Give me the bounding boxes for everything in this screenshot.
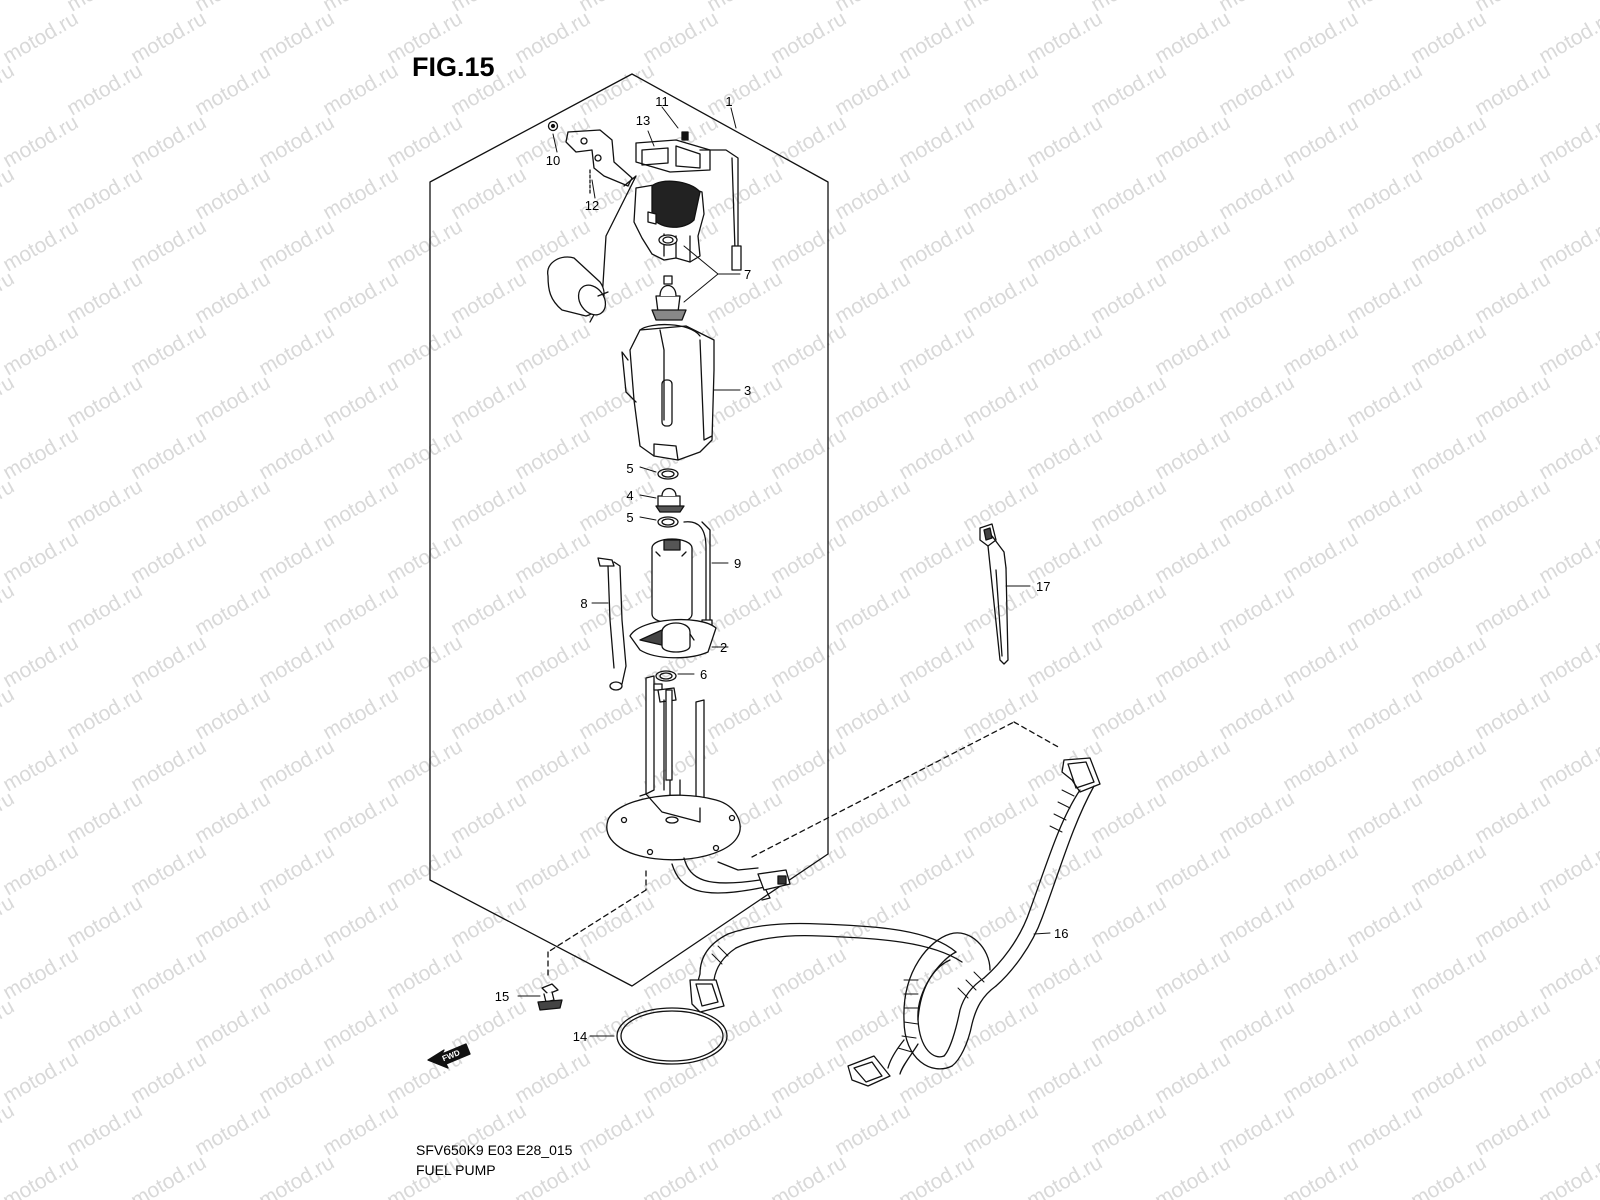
hose-sleeve-pattern: [711, 789, 1075, 1053]
pump-base-plate: [606, 675, 741, 861]
callout-14: 14: [573, 1029, 587, 1044]
fwd-arrow: [427, 1043, 471, 1069]
bracket-part: [565, 129, 633, 196]
fuel-float: [547, 256, 609, 317]
callout-9: 9: [734, 556, 741, 571]
o-ring-6: [655, 670, 677, 682]
gasket-ring-14: [616, 1007, 728, 1065]
pressure-regulator: [651, 234, 687, 321]
fitting-4: [655, 487, 685, 513]
figure-caption: FUEL PUMP: [416, 1162, 496, 1178]
callout-17: 17: [1036, 579, 1050, 594]
leader-dashed: [547, 721, 1061, 979]
callout-13: 13: [636, 113, 650, 128]
callout-2: 2: [720, 640, 727, 655]
o-ring-5-lower: [657, 516, 679, 528]
callout-8: 8: [580, 596, 587, 611]
callout-16: 16: [1054, 926, 1068, 941]
model-code: SFV650K9 E03 E28_015: [416, 1142, 573, 1158]
callout-11: 11: [655, 94, 669, 109]
callout-1: 1: [725, 94, 732, 109]
lead-wire-8: [597, 557, 627, 691]
callout-3: 3: [744, 383, 751, 398]
figure-title: FIG.15: [412, 52, 495, 82]
callout-15: 15: [495, 989, 509, 1004]
pump-wiring-lead: [671, 857, 791, 901]
assembly-boundary: [429, 73, 829, 987]
fuel-pump-motor: [651, 521, 713, 633]
callout-4: 4: [626, 488, 633, 503]
fuel-hose-16: [689, 757, 1101, 1087]
callout-12: 12: [585, 198, 599, 213]
fuel-pump-case: [621, 323, 715, 461]
callout-10: 10: [546, 153, 560, 168]
callout-6: 6: [700, 667, 707, 682]
o-ring-5-upper: [657, 468, 679, 480]
bolt-15: [537, 983, 563, 1011]
pump-module-cap: [633, 180, 705, 263]
cable-tie-17: [979, 523, 1009, 665]
callout-5-upper: 5: [626, 461, 633, 476]
callout-5-lower: 5: [626, 510, 633, 525]
pump-filter-2: [629, 619, 717, 659]
callout-labels: 1 11 13 10 12 7 3 5 4 5 9 8 2 6 17 16 15…: [441, 94, 1069, 1063]
callout-7: 7: [744, 267, 751, 282]
callout-leaders: [517, 106, 1051, 1037]
screw-10: [547, 120, 559, 132]
